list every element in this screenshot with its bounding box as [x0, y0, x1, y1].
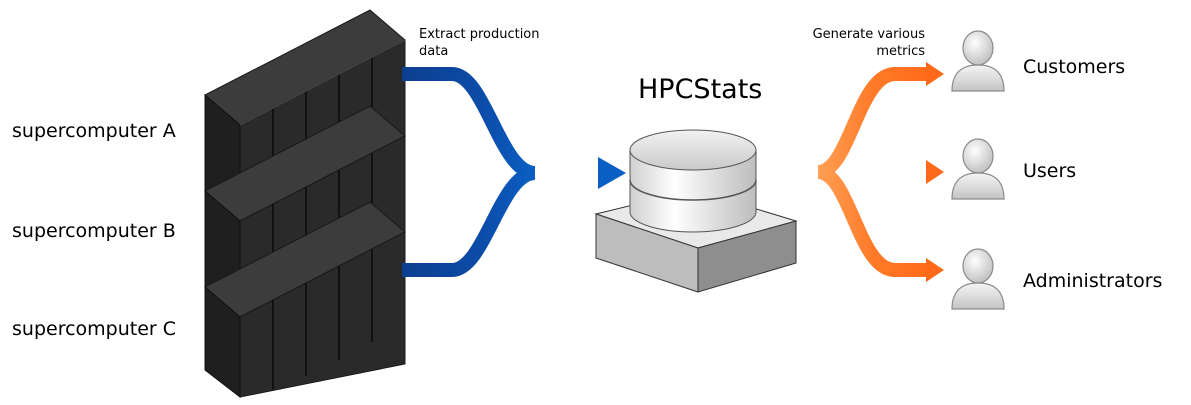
customers-arrowhead-icon	[926, 62, 944, 86]
supercomputer-b-label: supercomputer B	[12, 220, 176, 242]
supercomputer-c-label: supercomputer C	[12, 318, 177, 340]
supercomputer-a-label: supercomputer A	[12, 120, 176, 142]
generate-metrics-flow-arrow	[757, 67, 928, 277]
extract-data-flow-arrow	[402, 67, 600, 277]
hpcstats-title: HPCStats	[638, 74, 763, 105]
extract-arrowhead-icon	[598, 157, 626, 189]
users-user-icon	[951, 138, 1005, 200]
hpcstats-database-icon	[594, 129, 798, 293]
administrators-user-icon	[951, 248, 1005, 310]
extract-data-caption: Extract production data	[419, 27, 540, 59]
generate-metrics-caption: Generate various metrics	[812, 27, 925, 59]
supercomputer-c-rack-icon	[204, 201, 406, 399]
customers-label: Customers	[1023, 56, 1126, 78]
administrators-arrowhead-icon	[926, 258, 944, 282]
customers-user-icon	[951, 30, 1005, 92]
users-arrowhead-icon	[926, 160, 944, 184]
administrators-label: Administrators	[1023, 270, 1163, 292]
users-label: Users	[1023, 160, 1077, 182]
